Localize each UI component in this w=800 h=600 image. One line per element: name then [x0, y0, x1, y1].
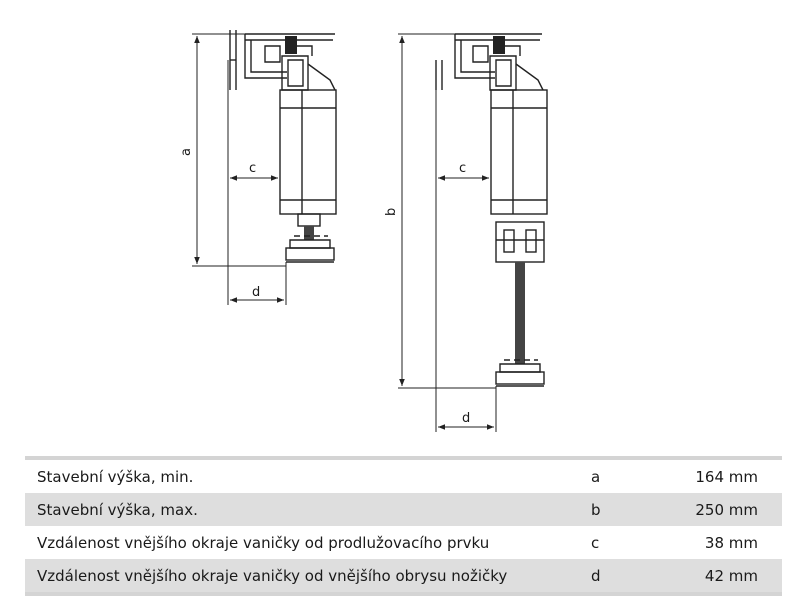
- left-nut: [297, 213, 321, 227]
- right-dimensions: [398, 33, 497, 432]
- dimension-table: Stavební výška, min. a 164 mm Stavební v…: [25, 456, 782, 596]
- dim-c-label-left: c: [249, 161, 256, 176]
- right-foot-pad: [495, 359, 545, 387]
- technical-drawing: a c d: [179, 30, 548, 432]
- left-foot-pad: [285, 235, 335, 263]
- row-value: 38 mm: [704, 533, 758, 552]
- row-value: 164 mm: [695, 467, 758, 486]
- table-row: Vzdálenost vnějšího okraje vaničky od pr…: [25, 526, 782, 559]
- row-description: Stavební výška, min.: [37, 467, 194, 486]
- left-thread: [304, 226, 314, 240]
- row-description: Vzdálenost vnějšího okraje vaničky od pr…: [37, 533, 490, 552]
- row-symbol: a: [591, 467, 601, 486]
- right-thread: [515, 262, 525, 364]
- left-dimensions: [192, 33, 287, 305]
- left-foot-assembly: [229, 30, 337, 263]
- left-tub-profile: [229, 30, 335, 90]
- right-extension: [495, 221, 545, 263]
- dim-d-label-left: d: [252, 285, 260, 300]
- right-body: [490, 89, 548, 215]
- table-row: Vzdálenost vnějšího okraje vaničky od vn…: [25, 559, 782, 592]
- dim-a-label: a: [179, 148, 194, 156]
- table-row: Stavební výška, max. b 250 mm: [25, 493, 782, 526]
- row-value: 250 mm: [695, 500, 758, 519]
- right-tub-profile: [435, 33, 542, 90]
- row-description: Vzdálenost vnějšího okraje vaničky od vn…: [37, 566, 508, 585]
- drawing-canvas: a c d: [179, 30, 548, 432]
- right-foot-assembly: [435, 33, 548, 387]
- row-symbol: d: [591, 566, 601, 585]
- left-body: [279, 89, 337, 215]
- row-symbol: c: [591, 533, 600, 552]
- dim-c-label-right: c: [459, 161, 466, 176]
- dim-b-label: b: [384, 208, 399, 216]
- row-symbol: b: [591, 500, 601, 519]
- row-value: 42 mm: [704, 566, 758, 585]
- table-row: Stavební výška, min. a 164 mm: [25, 460, 782, 493]
- row-description: Stavební výška, max.: [37, 500, 198, 519]
- dim-d-label-right: d: [462, 411, 470, 426]
